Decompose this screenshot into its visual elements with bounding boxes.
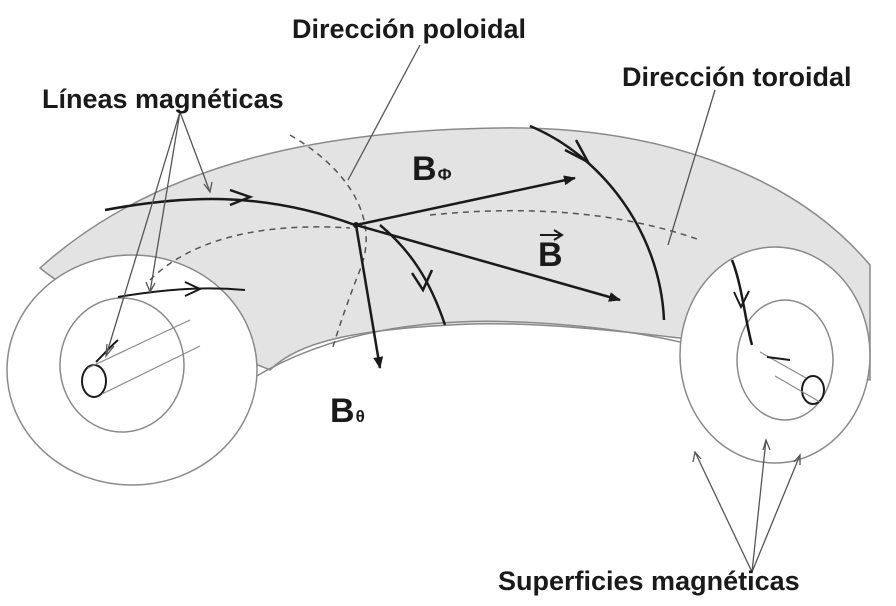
b-phi-letter: B: [412, 150, 437, 188]
origin-point: [353, 222, 359, 228]
right-inner-core: [802, 376, 824, 404]
b-theta-letter: B: [330, 392, 355, 430]
label-b-phi: BΦ: [412, 150, 452, 189]
b-phi-subscript: Φ: [438, 165, 452, 184]
label-magnetic-surfaces: Superficies magnéticas: [498, 566, 800, 597]
left-middle-surface: [60, 298, 184, 432]
label-b-theta: Bθ: [330, 392, 365, 431]
vector-arrow-icon: [538, 228, 564, 242]
label-poloidal-direction: Dirección poloidal: [292, 14, 526, 45]
left-inner-core: [82, 365, 106, 397]
label-magnetic-field-lines: Líneas magnéticas: [42, 84, 284, 115]
b-theta-subscript: θ: [356, 407, 365, 426]
label-b-vector: B: [538, 236, 563, 275]
label-toroidal-direction: Dirección toroidal: [622, 62, 852, 93]
